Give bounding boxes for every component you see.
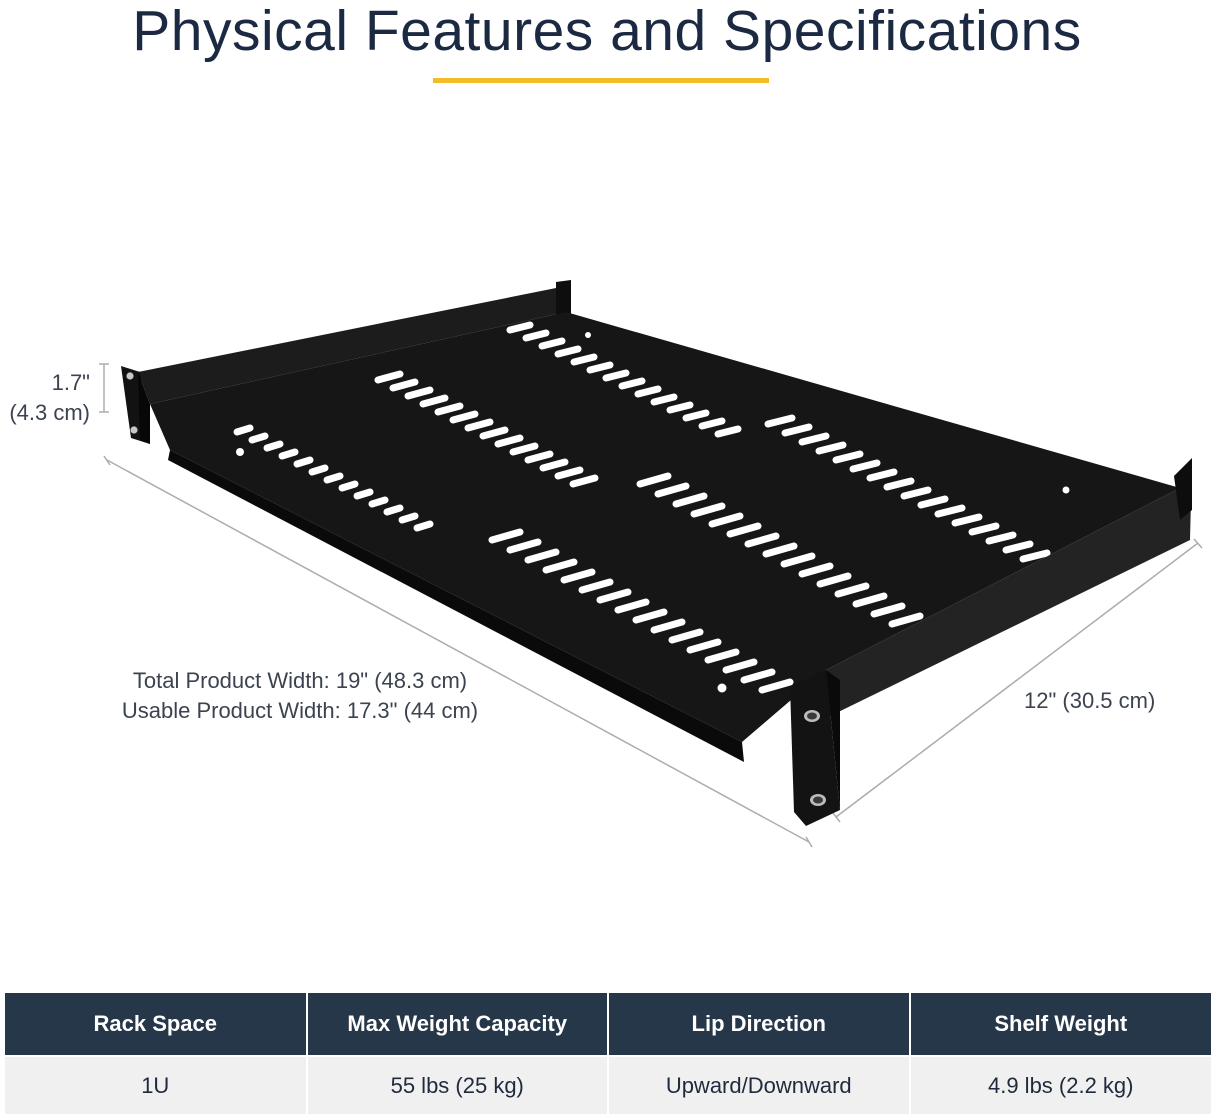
header-rack-space: Rack Space: [5, 993, 307, 1056]
header-lip-direction: Lip Direction: [607, 993, 910, 1056]
height-dimension-metric: (4.3 cm): [9, 400, 90, 425]
total-width-text: Total Product Width: 19" (48.3 cm): [132, 668, 468, 693]
right-mounting-ear: [790, 670, 840, 826]
usable-width-text: Usable Product Width: 17.3" (44 cm): [121, 698, 479, 723]
value-max-weight-capacity: 55 lbs (25 kg): [305, 1055, 608, 1114]
shelf-back-wall: [138, 280, 571, 404]
page-title: Physical Features and Specifications: [132, 0, 1082, 63]
value-rack-space: 1U: [5, 1055, 307, 1114]
title-underline: [433, 78, 769, 83]
slot-row-2: [374, 370, 599, 488]
header-max-weight-capacity: Max Weight Capacity: [305, 993, 608, 1056]
table-header-row: Rack Space Max Weight Capacity Lip Direc…: [5, 993, 1211, 1056]
slot-row-4: [506, 321, 742, 438]
floor-holes: [236, 332, 1070, 693]
shelf-front-wall: [826, 458, 1192, 718]
table-row: 1U 55 lbs (25 kg) Upward/Downward 4.9 lb…: [5, 1055, 1211, 1114]
value-lip-direction: Upward/Downward: [607, 1055, 910, 1114]
shelf-floor: [150, 312, 1180, 762]
slot-row-3: [488, 528, 794, 694]
width-dimension-label: Total Product Width: 19" (48.3 cm) Usabl…: [100, 666, 500, 726]
left-mounting-ear: [121, 366, 150, 444]
header-shelf-weight: Shelf Weight: [908, 993, 1211, 1056]
dimension-lines: [99, 363, 1203, 848]
slot-row-1: [233, 424, 434, 532]
height-dimension-label: 1.7" (4.3 cm): [6, 368, 90, 428]
value-shelf-weight: 4.9 lbs (2.2 kg): [908, 1055, 1211, 1114]
depth-dimension-label: 12" (30.5 cm): [1024, 688, 1156, 713]
specifications-table: Rack Space Max Weight Capacity Lip Direc…: [5, 993, 1211, 1114]
height-dimension-imperial: 1.7": [51, 370, 90, 395]
